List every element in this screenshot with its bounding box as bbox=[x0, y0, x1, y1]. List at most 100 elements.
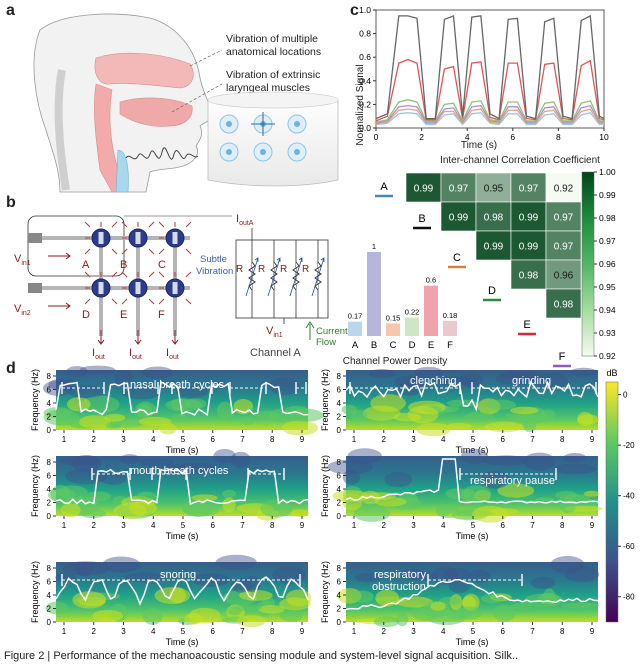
spectrogram-title: grinding bbox=[512, 375, 551, 387]
signal-series-line bbox=[375, 99, 604, 123]
vibration-waves bbox=[125, 147, 199, 160]
power-title: Channel Power Density bbox=[343, 356, 448, 367]
resistor-label: R bbox=[258, 264, 265, 275]
line-ytick-label: 0.4 bbox=[359, 76, 371, 86]
correlation-value: 0.97 bbox=[449, 184, 469, 195]
iout-label-1: Iout bbox=[92, 347, 105, 361]
spectrogram-xtick: 5 bbox=[471, 627, 476, 636]
channel-label-b: B bbox=[413, 213, 431, 230]
power-bar-category: D bbox=[409, 340, 416, 351]
line-ytick-label: 0.0 bbox=[359, 123, 371, 133]
event-bracket bbox=[171, 382, 213, 394]
spectrogram-ytick: 2 bbox=[47, 499, 52, 508]
signal-series-line bbox=[375, 104, 604, 124]
spectrogram-xtick: 1 bbox=[62, 627, 67, 636]
spectrogram-title: respiratory bbox=[374, 569, 426, 581]
nasal-cavity bbox=[94, 52, 194, 89]
spectrogram-xtick: 7 bbox=[240, 627, 245, 636]
spectrogram-xtick: 9 bbox=[300, 521, 305, 530]
spectrogram-trace bbox=[345, 578, 599, 611]
corr-cbar-tick: 0.95 bbox=[599, 282, 616, 292]
line-plot-frame bbox=[375, 9, 605, 129]
corr-cbar-tick: 0.97 bbox=[599, 236, 616, 246]
spectrogram-ytick: 6 bbox=[337, 578, 342, 587]
panel-letter-a: a bbox=[6, 2, 15, 19]
spectrogram-trace bbox=[345, 458, 599, 504]
line-ytick-label: 0.6 bbox=[359, 52, 371, 62]
spectrogram-xlabel: Time (s) bbox=[456, 445, 489, 455]
spectrogram-xlabel: Time (s) bbox=[456, 531, 489, 541]
spectrogram-ytick: 4 bbox=[337, 485, 342, 494]
spectrogram-xtick: 5 bbox=[181, 521, 186, 530]
panel-letter-c: c bbox=[350, 2, 359, 19]
iout-label-2: Iout bbox=[129, 347, 142, 361]
power-bar: 0.17A bbox=[348, 312, 363, 351]
event-bracket bbox=[229, 382, 267, 394]
event-bracket bbox=[295, 382, 307, 394]
correlation-cell: 0.97 bbox=[440, 172, 477, 203]
line-ytick-label: 0.8 bbox=[359, 29, 371, 39]
vibration-label: Vibration bbox=[196, 266, 233, 277]
correlation-value: 0.98 bbox=[484, 213, 504, 224]
spectrogram-xtick: 7 bbox=[530, 627, 535, 636]
spectrogram-xtick: 4 bbox=[151, 435, 156, 444]
spectrogram-xtick: 3 bbox=[411, 521, 416, 530]
channel-label-d: D bbox=[483, 285, 501, 302]
db-cbar-tick: -20 bbox=[623, 441, 635, 450]
channel-label-text: E bbox=[523, 319, 530, 331]
sensor-node bbox=[121, 271, 155, 305]
event-bracket bbox=[61, 382, 105, 394]
correlation-value: 0.96 bbox=[554, 271, 574, 282]
spectrogram-ytick: 6 bbox=[47, 578, 52, 587]
event-bracket bbox=[471, 382, 597, 394]
subtle-label: Subtle bbox=[200, 254, 227, 265]
iout-arrow bbox=[171, 330, 179, 345]
spectrogram-ytick: 8 bbox=[47, 372, 52, 381]
power-bar: 0.18F bbox=[443, 311, 458, 351]
label-anatomical-1: Vibration of multiple bbox=[226, 33, 318, 45]
spectrogram-xtick: 4 bbox=[441, 521, 446, 530]
label-laryngeal-1: Vibration of extrinsic bbox=[226, 69, 320, 81]
db-cbar-tick: -60 bbox=[623, 542, 635, 551]
spectrogram-ytick: 8 bbox=[47, 564, 52, 573]
vin2-label: Vin2 bbox=[14, 303, 31, 317]
spectrogram-xtick: 5 bbox=[471, 435, 476, 444]
line-xtick-label: 8 bbox=[556, 132, 561, 142]
resistor: R bbox=[302, 240, 325, 318]
power-bar-category: B bbox=[371, 340, 377, 351]
spectrogram-ytick: 8 bbox=[337, 372, 342, 381]
spectrogram-ytick: 8 bbox=[47, 458, 52, 467]
spectrogram-ytick: 0 bbox=[337, 618, 342, 627]
label-anatomical-2: anatomical locations bbox=[226, 46, 321, 58]
correlation-cell: 0.97 bbox=[545, 230, 582, 261]
spectrogram-xlabel: Time (s) bbox=[166, 637, 199, 647]
sensor-grid-schematic: Vin1 Vin2 A B C D E F Iout Iout Iout bbox=[14, 215, 232, 361]
event-bracket bbox=[427, 574, 523, 586]
db-unit-label: dB bbox=[606, 368, 617, 378]
spectrogram-ylabel: Frequency (Hz) bbox=[320, 455, 330, 517]
spectrogram-ytick: 4 bbox=[47, 485, 52, 494]
spectrogram-title: obstruction bbox=[372, 581, 426, 593]
channel-label-text: D bbox=[488, 285, 496, 297]
spectrogram-xtick: 8 bbox=[270, 521, 275, 530]
spectrogram-xtick: 7 bbox=[530, 521, 535, 530]
current-arrow bbox=[305, 321, 315, 340]
spectrogram-xtick: 9 bbox=[590, 435, 595, 444]
correlation-value: 0.99 bbox=[414, 184, 434, 195]
spectrogram-ytick: 8 bbox=[337, 458, 342, 467]
node-label-f: F bbox=[158, 309, 165, 321]
power-bar: 0.15C bbox=[386, 313, 401, 351]
spectrogram-xtick: 6 bbox=[501, 521, 506, 530]
spectrogram-xtick: 3 bbox=[411, 435, 416, 444]
correlation-cell: 0.99 bbox=[510, 230, 547, 261]
panel-letter-b: b bbox=[6, 194, 16, 211]
spectrogram-xtick: 9 bbox=[300, 627, 305, 636]
